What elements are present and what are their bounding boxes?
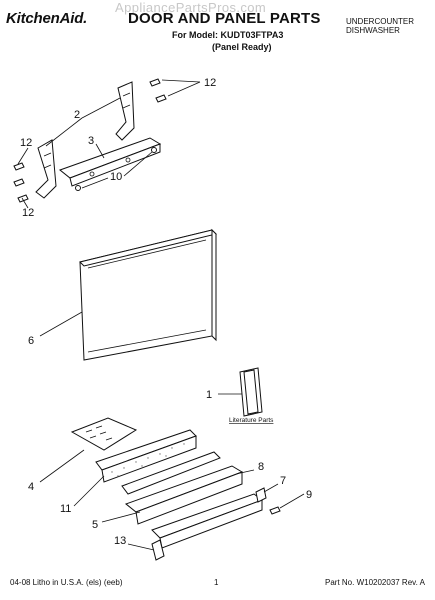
leader-7 [263, 483, 279, 493]
product-type: UNDERCOUNTER DISHWASHER [346, 17, 414, 35]
bottom-trim-assembly [124, 465, 281, 561]
door-panel-lines [87, 239, 207, 353]
insulation-strip-2 [121, 451, 221, 495]
screws-front [75, 147, 157, 191]
callout-3: 3 [88, 135, 94, 147]
screw [269, 506, 281, 515]
screws-left [13, 162, 29, 203]
leader-10-a [81, 177, 109, 189]
screw [151, 147, 157, 153]
footer-part-number: Part No. W10202037 Rev. A [325, 578, 425, 587]
screw [17, 194, 29, 203]
product-line-1: UNDERCOUNTER [346, 17, 414, 26]
callout-2: 2 [74, 109, 80, 121]
footer-page-number: 1 [214, 578, 219, 587]
literature-parts: Literature Parts [229, 367, 274, 424]
right-bracket-slots [122, 92, 131, 109]
callout-5: 5 [92, 519, 98, 531]
screw [13, 162, 25, 171]
callout-4: 4 [28, 481, 34, 493]
hinge-bracket-assembly [13, 78, 167, 203]
hardware-bag [70, 417, 138, 451]
literature-booklet-cover [243, 369, 259, 415]
callout-13: 13 [114, 535, 126, 547]
leader-11 [73, 475, 105, 507]
insulation-texture [111, 443, 185, 477]
hardware-bag-contents [85, 425, 113, 441]
watermark: AppliancePartsPros.com [115, 0, 267, 15]
callout-8: 8 [258, 461, 264, 473]
leader-12-bottom [21, 197, 29, 209]
leader-4 [39, 449, 85, 483]
clip [255, 487, 267, 503]
callout-12-bottom: 12 [22, 207, 34, 219]
footer-litho: 04-08 Litho in U.S.A. (els) (eeb) [10, 578, 123, 587]
callout-11: 11 [60, 503, 71, 515]
callout-12-left: 12 [20, 137, 32, 149]
end-cap [151, 539, 165, 561]
leader-8 [235, 469, 255, 475]
model-line: For Model: KUDT03FTPA3 [172, 30, 284, 40]
leader-12-left [17, 147, 29, 165]
leader-9 [279, 493, 305, 509]
callout-7: 7 [280, 475, 286, 487]
left-bracket [35, 139, 57, 199]
channel-bar-face [69, 143, 161, 187]
leader-12-top-b [167, 81, 201, 97]
door-panel-side-edge [211, 228, 217, 342]
page-title: DOOR AND PANEL PARTS [128, 10, 321, 27]
insulation-strips [95, 429, 221, 495]
leader-10-b [123, 151, 153, 177]
brand-logo: KitchenAid. [6, 10, 88, 27]
leader-3 [95, 143, 105, 159]
callout-12-top: 12 [204, 77, 216, 89]
leader-12-top [161, 79, 201, 83]
screws-top [149, 78, 167, 103]
channel-hole-1 [89, 171, 95, 177]
screw [75, 185, 81, 191]
leader-13 [127, 543, 155, 551]
screw [13, 178, 25, 187]
callout-10: 10 [110, 171, 122, 183]
leader-2-b [45, 117, 83, 147]
channel-hole-2 [125, 157, 131, 163]
trim-front-face [135, 471, 243, 525]
panel-ready-note: (Panel Ready) [212, 42, 272, 52]
screw [149, 78, 161, 87]
leader-lines [17, 79, 305, 551]
right-bracket [115, 81, 135, 141]
callout-6: 6 [28, 335, 34, 347]
leader-2-a [81, 97, 121, 119]
door-panel [79, 228, 217, 361]
callout-9: 9 [306, 489, 312, 501]
screw [155, 94, 167, 103]
product-line-2: DISHWASHER [346, 26, 400, 35]
callout-labels: 12 2 3 12 10 12 6 1 4 11 5 8 7 9 13 [20, 77, 312, 547]
hardware-bag-outline [70, 417, 138, 451]
insulation-strip-1-face [101, 435, 197, 483]
left-bracket-slots [43, 152, 52, 169]
callout-1: 1 [206, 389, 212, 401]
literature-label: Literature Parts [229, 417, 274, 424]
leader-6 [39, 311, 83, 337]
leader-5 [101, 511, 141, 523]
